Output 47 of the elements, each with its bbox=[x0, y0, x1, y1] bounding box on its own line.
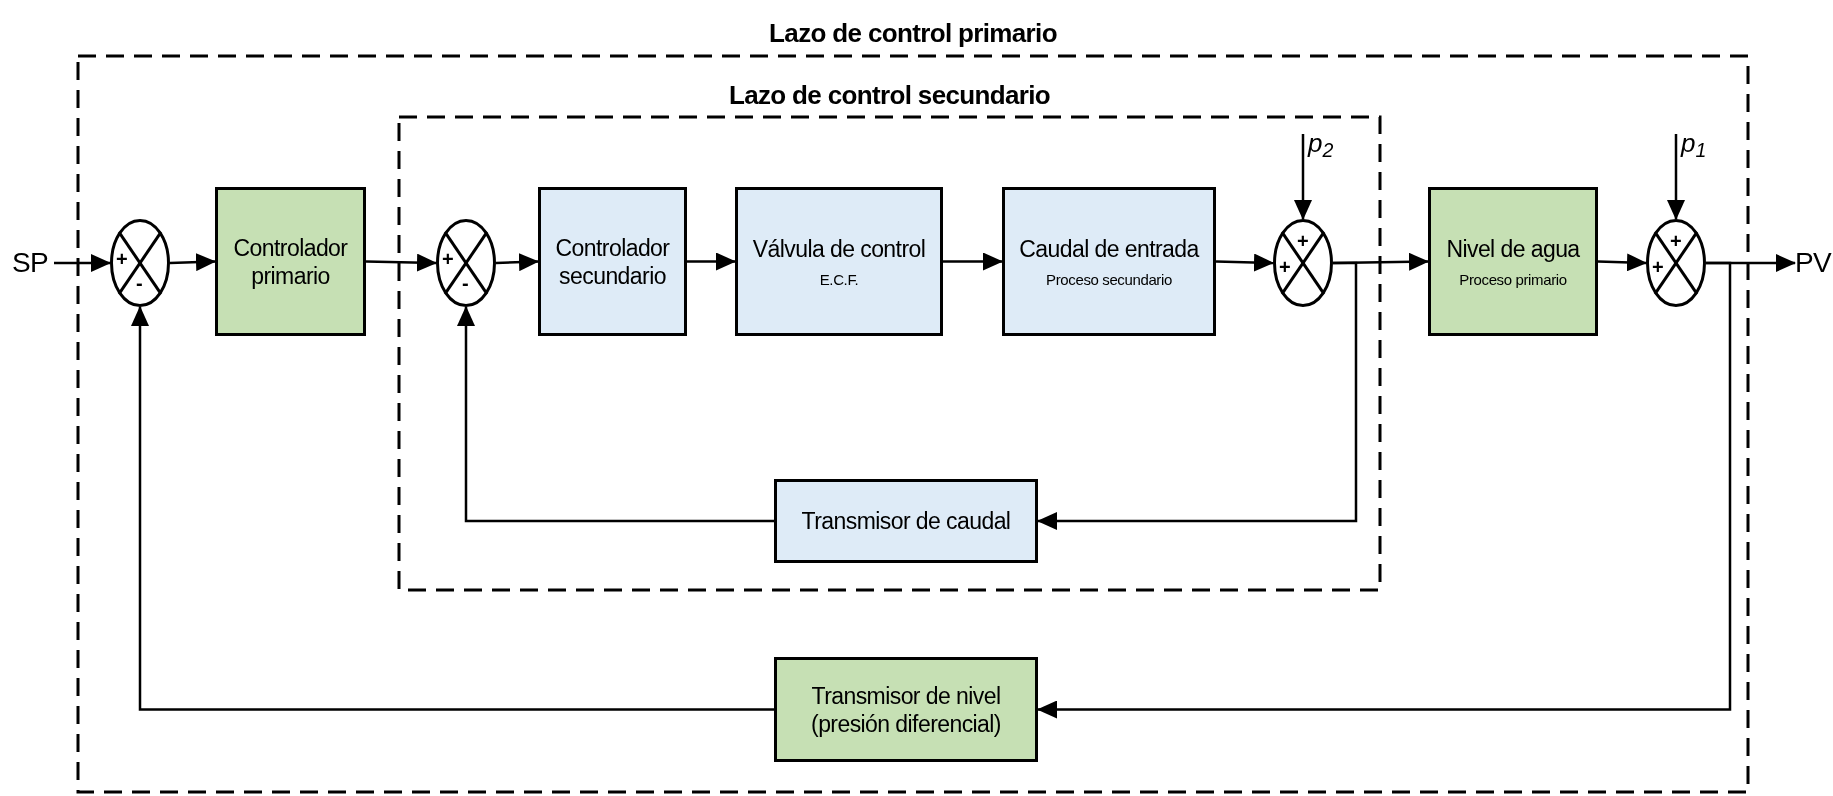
block-subtitle: E.C.F. bbox=[819, 270, 859, 289]
sign-label: + bbox=[1652, 257, 1664, 277]
block-title: Controlador secundario bbox=[554, 233, 671, 290]
process-block bbox=[774, 479, 1038, 563]
arrow bbox=[1294, 134, 1312, 220]
sign-label: - bbox=[462, 273, 469, 293]
arrow bbox=[495, 253, 539, 272]
arrow bbox=[54, 254, 111, 272]
process-block bbox=[774, 657, 1038, 762]
signal-label: PV bbox=[1795, 247, 1831, 279]
block-title: Transmisor de nivel (presión diferencial) bbox=[810, 681, 1002, 738]
sign-label: + bbox=[1670, 231, 1682, 251]
sign-label: + bbox=[1297, 231, 1309, 251]
arrow bbox=[365, 253, 437, 272]
arrow bbox=[1037, 261, 1732, 719]
arrow bbox=[131, 306, 774, 711]
block-title: Caudal de entrada bbox=[1019, 234, 1199, 263]
sign-label: + bbox=[442, 249, 454, 269]
block-title: Nivel de agua bbox=[1446, 234, 1580, 263]
process-block bbox=[1002, 187, 1216, 336]
block-subtitle: Proceso secundario bbox=[1046, 270, 1172, 289]
summing-junction bbox=[1646, 219, 1706, 307]
summing-junction bbox=[1273, 219, 1333, 307]
sign-label: - bbox=[136, 273, 143, 293]
disturbance-label: p$_{2}$ bbox=[1308, 128, 1334, 158]
arrow bbox=[1597, 253, 1647, 272]
arrow bbox=[1215, 253, 1274, 272]
arrow bbox=[457, 306, 774, 523]
process-block bbox=[538, 187, 687, 336]
signal-label: SP bbox=[12, 247, 48, 279]
disturbance-label: p$_{1}$ bbox=[1681, 128, 1707, 158]
arrow bbox=[169, 253, 216, 272]
block-title: Válvula de control bbox=[752, 234, 926, 263]
process-block bbox=[215, 187, 366, 336]
block-subtitle: Proceso primario bbox=[1459, 270, 1567, 289]
summing-junction bbox=[110, 219, 170, 307]
process-block bbox=[735, 187, 943, 336]
sign-label: + bbox=[1279, 257, 1291, 277]
block-title: Transmisor de caudal bbox=[801, 507, 1011, 535]
arrow bbox=[1037, 261, 1358, 530]
summing-junction bbox=[436, 219, 496, 307]
process-block bbox=[1428, 187, 1598, 336]
arrow bbox=[687, 252, 736, 271]
arrow bbox=[1667, 134, 1685, 220]
sign-label: + bbox=[116, 249, 128, 269]
block-title: Controlador primario bbox=[232, 233, 349, 290]
arrow bbox=[943, 252, 1003, 271]
